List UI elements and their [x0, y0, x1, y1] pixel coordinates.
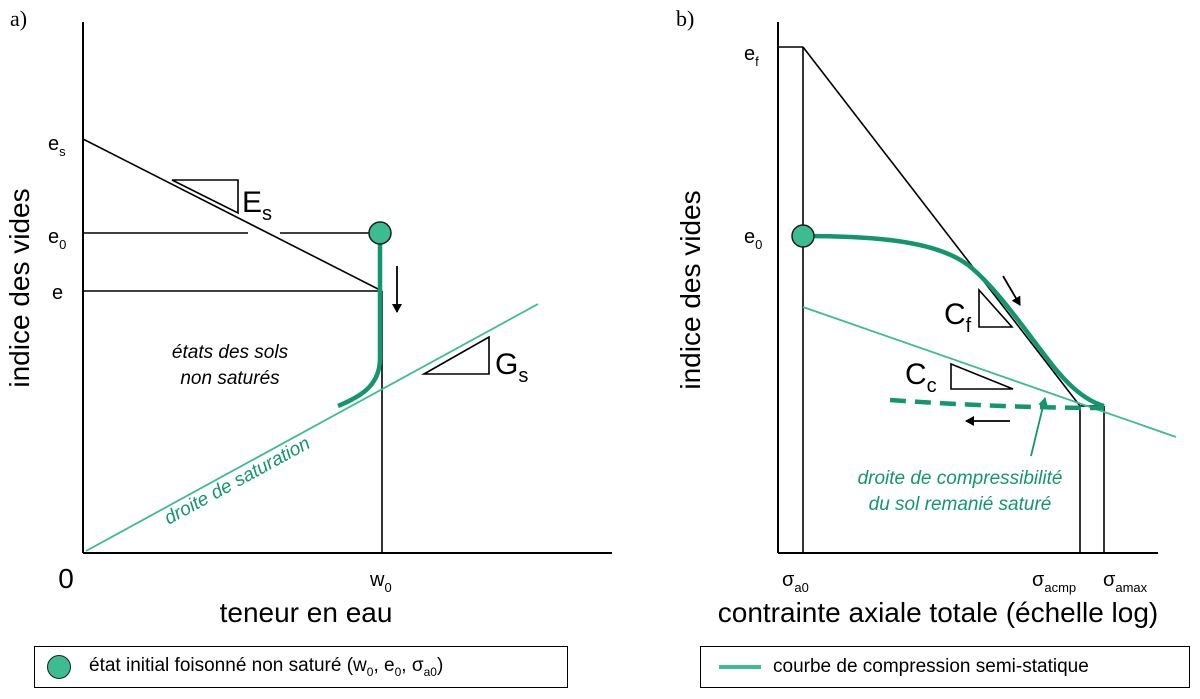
panel-b-annotation-line2: du sol remanié saturé — [869, 494, 1052, 515]
panel-b-xtick-sigma-amax: σamax — [1103, 569, 1148, 595]
panel-b-cf-line — [802, 46, 1081, 407]
panel-b-xtick-sigma-acmp: σacmp — [1032, 569, 1076, 595]
panel-b-cf-slope-triangle — [978, 287, 1014, 328]
panel-a-gs-label: Gs — [495, 348, 528, 387]
panel-b-tag: b) — [676, 6, 694, 31]
panel-b-ylabel: indice des vides — [675, 190, 706, 389]
panel-b-compression-curve — [802, 233, 1105, 409]
panel-b-ytick-ef: ef — [744, 43, 759, 69]
panel-b-initial-state-dot — [791, 224, 815, 248]
legend-initial-state-text: état initial foisonné non saturé (w0, e0… — [89, 655, 444, 679]
panel-b-annotation-pointer — [1030, 397, 1048, 457]
panel-a-xlabel: teneur en eau — [220, 597, 393, 628]
legend-compression-curve-text: courbe de compression semi-statique — [773, 656, 1089, 677]
legend-line-icon — [719, 665, 761, 669]
panel-b-xlabel: contrainte axiale totale (échelle log) — [718, 597, 1158, 628]
panel-a-origin: 0 — [58, 563, 74, 594]
legend-dot-icon — [47, 655, 71, 679]
panel-b-cc-label: Cc — [905, 358, 937, 397]
panel-a-ytick-es: es — [48, 133, 66, 159]
panel-b-compressibility-line — [802, 306, 1177, 438]
panel-a-ylabel: indice des vides — [4, 188, 35, 387]
panel-b: b) indice des vides contrainte axiale to… — [675, 6, 1177, 628]
panel-a-saturation-label: droite de saturation — [161, 433, 314, 529]
panel-a-saturation-line — [85, 303, 539, 552]
panel-b-ytick-e0: e0 — [744, 226, 762, 252]
panel-b-cc-slope-triangle — [950, 362, 1014, 390]
panel-b-unloading-dashed-line — [889, 397, 1105, 411]
panel-a-initial-state-dot — [368, 221, 392, 245]
figure: a) indice des vides teneur en eau 0 es e… — [4, 6, 1177, 628]
legend-compression-curve: courbe de compression semi-statique — [700, 646, 1190, 688]
panel-a-ytick-e0: e0 — [48, 226, 66, 252]
panel-a-region-label-line2: non saturés — [180, 368, 280, 389]
panel-a-es-label: Es — [242, 186, 272, 225]
panel-a-xtick-w0: w0 — [369, 569, 392, 595]
panel-a-region-label-line1: états des sols — [172, 342, 289, 363]
panel-a-gs-slope-triangle — [420, 335, 490, 375]
panel-b-xtick-sigma-a0: σa0 — [782, 569, 809, 595]
panel-b-loading-arrow — [1002, 275, 1021, 306]
panel-b-annotation-line1: droite de compressibilité — [858, 468, 1063, 489]
panel-a-compression-path — [337, 233, 383, 409]
legend-initial-state: état initial foisonné non saturé (w0, e0… — [34, 646, 568, 688]
panel-a-tag: a) — [10, 6, 27, 31]
panel-a-ytick-e: e — [52, 282, 63, 304]
panel-a-es-slope-triangle — [171, 179, 239, 215]
panel-b-cf-label: Cf — [944, 298, 972, 337]
panel-a: a) indice des vides teneur en eau 0 es e… — [4, 6, 612, 628]
panel-a-es-line — [82, 138, 383, 292]
